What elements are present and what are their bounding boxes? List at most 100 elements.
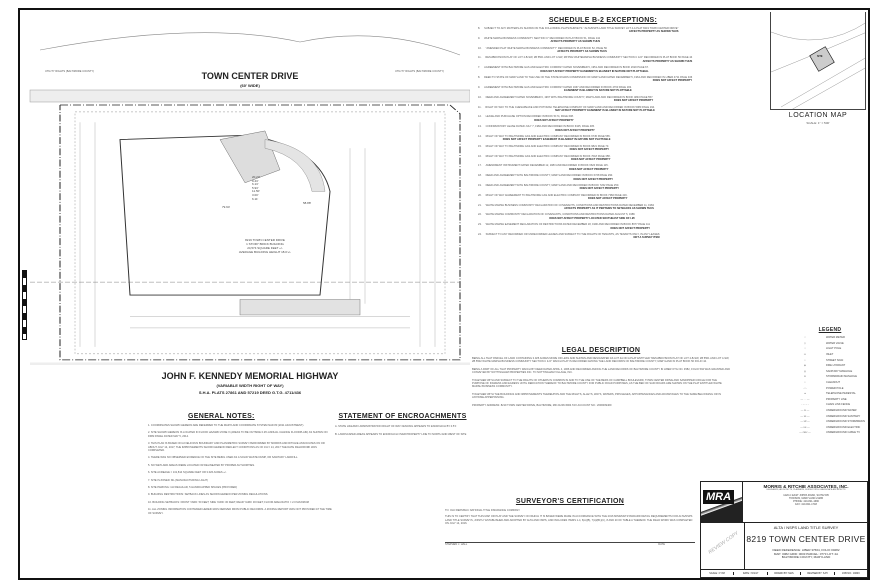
item-number: 15. [478,144,482,148]
legend-row: ☼LIGHT POLE [790,346,870,352]
legend-symbol-icon: — sd — [800,420,810,424]
legend-row: - - - - - CHAIN LINK FENCE [790,402,870,408]
item-number: 16. [478,154,482,158]
schedule-b-item: 11.RIGHT OF WAY TO THE CHESAPEAKE AND PO… [478,106,728,113]
legal-paragraph: TOGETHER WITH AND SUBJECT TO THE RIGHTS … [472,378,722,389]
legend-symbol-icon: — · · — [800,397,810,401]
legend-row: ı STREET SIGN [790,357,870,363]
legend-row: ●TELEPHONE PEDESTAL [790,391,870,397]
schedule-b-item: 13.CONFIRMATORY LEASE DATED JULY 7, 1982… [478,125,728,132]
item-status: DOES NOT AFFECT PROPERTY [613,99,654,103]
item-text: SUBJECT TO ANY MATTERS AS SHOWN ON THE F… [484,27,678,34]
item-text: AGREEMENT WITH BALTIMORE GAS AND ELECTRI… [484,66,649,73]
building-height: AVERAGE BUILDING HEIGHT 18.0'+/- [238,250,292,254]
item-text: RIGHT OF WAY TO BALTIMORE GAS AND ELECTR… [486,135,611,142]
item-text: WHITE MARSH BUSINESS COMMUNITY SECTION C… [484,37,600,44]
legend-symbol-icon: ı [804,358,806,362]
item-number: 21. [478,203,482,207]
building-area: 24,574 SQUARE FEET +/- [247,246,283,250]
schedule-b-item: 17.AMENDMENT INSTRUMENT DATED DECEMBER 1… [478,164,728,171]
legend-label: FIRE HYDRANT [826,364,846,368]
legend-label: STREET SIGN [826,358,844,362]
location-map-drawing [771,22,865,109]
item-status: DOES NOT AFFECT PROPERTY [588,197,628,201]
schedule-b-item: 10.DEED AND AGREEMENT DATED NOVEMBER 6, … [478,96,728,103]
firm-address: 1220-C EAST JOPPA ROAD, SUITE 505 [783,494,829,497]
general-notes: GENERAL NOTES: 1. COORDINATES SHOWN HERE… [148,413,333,519]
schedule-b-item: 20.RIGHT OF WAY AGREEMENT TO BALTIMORE G… [478,194,728,201]
building-type: 1 STORY BRICK BUILDING [246,242,284,246]
legend-row: — · · —PROPERTY LINE [790,397,870,403]
legend-row: ◇WATER VALVE [790,341,870,347]
legend-symbol-icon: - - - - - [801,403,809,407]
item-text: DEED TO STATE OF MARYLAND TO THE USE OF … [484,76,692,83]
legend-row: -○-POWER POLE [790,385,870,391]
item-description: "AMENDED PLAT WHITE MARSH BUSINESS COMMU… [485,46,607,50]
firm-subtitle: ENGINEERS, ARCHITECTS, PLANNERS, SURVEYO… [766,489,846,491]
item-status: DOES NOT AFFECT PROPERTY [571,157,611,161]
legend-row: — ss —UNDERGROUND SANITARY [790,413,870,419]
title-block-footer: SCALE: 1"=30' DATE: 7/21/17 DRAWN BY: MA… [701,569,867,577]
item-status: AFFECTS PROPERTY AS SHOWN THUS [642,59,693,63]
legend-label: POWER POLE [826,386,844,390]
schedule-b: SCHEDULE B-2 EXCEPTIONS: 8.SUBJECT TO AN… [478,17,728,243]
dim-label: 20.23' [252,175,261,179]
mra-logo: MRA [701,482,743,522]
legend-label: CHAIN LINK FENCE [826,403,851,407]
general-note: 9. BUILDING RESTRICTIONS: SETBACK LINES … [148,493,269,497]
firm-block: MORRIS & RITCHIE ASSOCIATES, INC. ENGINE… [744,484,868,506]
legend-label: WATER METER [826,336,845,340]
certification-body: THIS IS TO CERTIFY THAT THIS MAP OR PLAT… [445,515,693,526]
item-number: 8. [478,27,481,30]
project-block: ALTA / NSPS LAND TITLE SURVEY 8219 TOWN … [744,525,868,560]
legal-paragraph: TOGETHER WITH THE BUILDINGS AND IMPROVEM… [472,392,721,400]
item-text: RIGHT OF WAY TO THE CHESAPEAKE AND POTOM… [485,106,654,113]
schedule-b-item: 10."AMENDED PLAT WHITE MARSH BUSINESS CO… [478,47,728,54]
road-width-bottom: (VARIABLE WIDTH RIGHT OF WAY) [216,383,284,388]
schedule-b-item: 7.AGREEMENT WITH BALTIMORE GAS AND ELECT… [478,66,728,73]
schedule-b-item: 9.WHITE MARSH BUSINESS COMMUNITY SECTION… [478,37,728,44]
item-number: 9. [478,85,481,89]
legend-symbol-icon: ı [804,381,806,385]
general-note: 7. SITE IS ZONED: ML (MANUFACTURING LIGH… [148,478,208,482]
legal-paragraph: PROPERTY ADDRESS: 8219 TOWN CENTER DRIVE… [472,403,612,407]
item-description: AGREEMENT WITH BALTIMORE GAS AND ELECTRI… [484,85,632,89]
item-number: 17. [478,164,482,168]
legend-row: ⊚STORMDRAIN MANHOLE [790,374,870,380]
item-description: WHITE MARSH COMMUNITY DECLARATION OF COV… [485,213,635,217]
dim-label: 79.94' [222,205,231,209]
legend-symbol-icon: ◎ [803,369,807,373]
item-description: AMENDMENT INSTRUMENT DATED DECEMBER 12, … [485,164,609,168]
item-status: DOES NOT AFFECT PROPERTY [534,118,574,122]
location-map-scale: SCALE: 1" = 500' [806,121,830,125]
dimension-labels: 20.23'9.43'6.13'5.93'11.50'3.00'6.11' [252,175,261,201]
legend: LEGEND ○WATER METER◇WATER VALVE☼LIGHT PO… [790,327,870,436]
item-number: 11. [478,56,482,60]
item-text: RIGHT OF WAY TO BALTIMORE GAS AND ELECTR… [486,145,609,152]
schedule-b-item: 18.DEED AND AGREEMENT WITH BALTIMORE COU… [478,174,728,181]
legend-row: — w —UNDERGROUND WATER [790,408,870,414]
surveyors-certification: SURVEYOR'S CERTIFICATION TO: OLD REPUBLI… [445,498,695,546]
item-description: SUBJECT TO ANY RECORDED OR UNRECORDED LE… [485,233,660,237]
schedule-b-item: 11.RESUBDIVISION PLAT OF LOT 4-B-SW, 2B … [478,56,728,63]
item-description: DEED AND AGREEMENT WITH BALTIMORE COUNTY… [485,174,613,178]
legend-label: WATER VALVE [826,341,844,345]
signature-date: DATE [658,542,665,546]
scale-bar [22,270,27,340]
general-note: 11. ALL ZONING INFORMATION CONTAINED HER… [148,508,332,515]
item-text: SUBJECT TO ANY RECORDED OR UNRECORDED LE… [486,233,660,240]
sidewalk-area [264,139,326,192]
item-text: LEASE AND PURCHASE OPTION RECORDED IN BO… [486,115,574,122]
dim-label: 5.93' [252,185,259,190]
legend-row: — ue —UNDERGROUND ELECTRIC [790,425,870,431]
item-text: RIGHT OF WAY TO BALTIMORE GAS AND ELECTR… [486,155,611,162]
signer-name: STEPHEN J. HALL [445,542,468,546]
property-line [59,104,461,361]
item-number: 13. [478,125,482,129]
general-note: 2. SITE SHOWN HEREON IS LOCATED IN FLOOD… [148,431,328,438]
item-status: DOES NOT AFFECT PROPERTY LOCATED SOUTHEA… [549,216,635,220]
legend-label: LIGHT POLE [826,347,842,351]
title-block: MRA MORRIS & RITCHIE ASSOCIATES, INC. EN… [700,481,868,578]
item-description: RIGHT OF WAY TO BALTIMORE GAS AND ELECTR… [485,134,611,138]
legend-row: — catv —UNDERGROUND CABLE TV [790,430,870,436]
